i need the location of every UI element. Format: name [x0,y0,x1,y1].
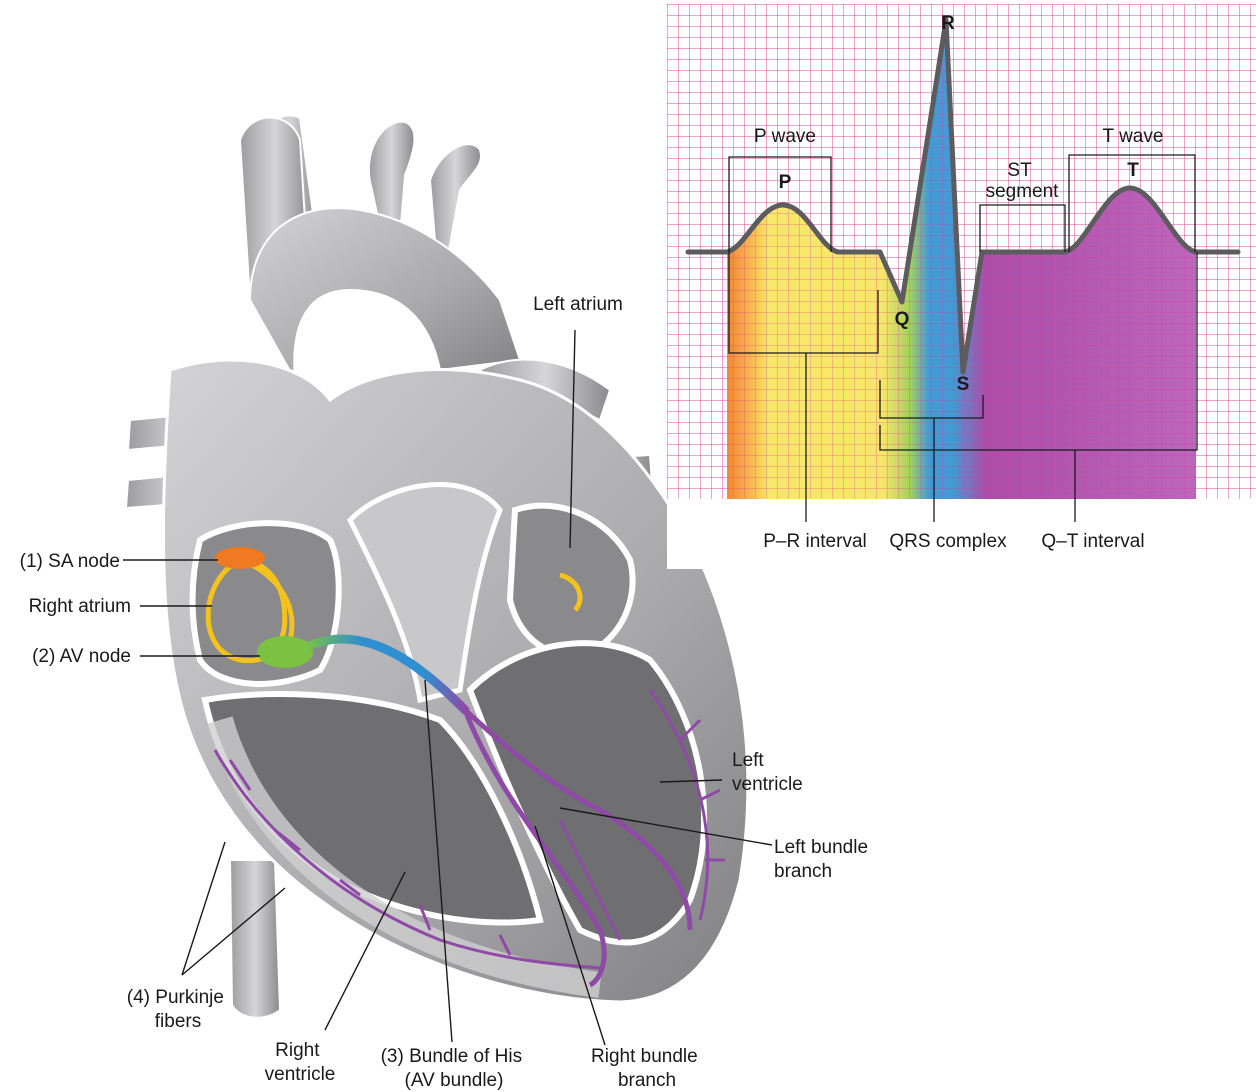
ecg-label-qt-interval: Q–T interval [1041,531,1144,552]
ecg-label-p-wave: P wave [754,126,816,147]
label-av-node: (2) AV node [32,646,131,667]
label-right-bundle-line2: branch [618,1070,676,1091]
label-right-ventricle-line2: ventricle [265,1064,336,1085]
aortic-arch [250,208,520,380]
label-sa-node: (1) SA node [20,551,120,572]
ecg-peak-q: Q [895,309,910,330]
label-bundle-his-line1: (3) Bundle of His [381,1046,523,1067]
inferior-vena-cava [230,860,280,1018]
ecg-peak-s: S [957,374,970,395]
label-left-ventricle-line1: Left [732,750,764,771]
label-right-ventricle-line1: Right [275,1040,320,1061]
label-right-ventricle: Right ventricle [265,1040,336,1085]
ecg-label-pr-interval: P–R interval [763,531,867,552]
label-left-ventricle-line2: ventricle [732,774,803,795]
sa-node-shape [215,547,265,569]
label-bundle-of-his: (3) Bundle of His (AV bundle) [381,1046,528,1091]
ecg-label-st-line1: ST [1007,160,1032,181]
ecg-label-qrs-complex: QRS complex [889,531,1007,552]
label-right-atrium: Right atrium [29,596,131,617]
ecg-peak-r: R [941,13,955,34]
label-purkinje-fibers: (4) Purkinje fibers [127,987,229,1032]
label-right-bundle-branch: Right bundle branch [591,1046,703,1091]
heart-illustration [126,115,748,1017]
ecg-label-st-line2: segment [986,181,1060,202]
label-left-bundle-line1: Left bundle [774,837,868,858]
label-bundle-his-line2: (AV bundle) [405,1070,504,1091]
label-left-bundle-line2: branch [774,861,832,882]
ecg-label-t-wave: T wave [1103,126,1164,147]
ecg-peak-p: P [779,172,792,193]
label-purkinje-line2: fibers [155,1011,201,1032]
label-purkinje-line1: (4) Purkinje [127,987,224,1008]
label-left-bundle-branch: Left bundle branch [774,837,873,882]
ecg-panel [667,4,1256,520]
label-right-bundle-line1: Right bundle [591,1046,698,1067]
label-left-atrium: Left atrium [533,294,623,315]
ecg-peak-t: T [1127,160,1139,181]
leader-purkinje-1 [182,842,225,975]
